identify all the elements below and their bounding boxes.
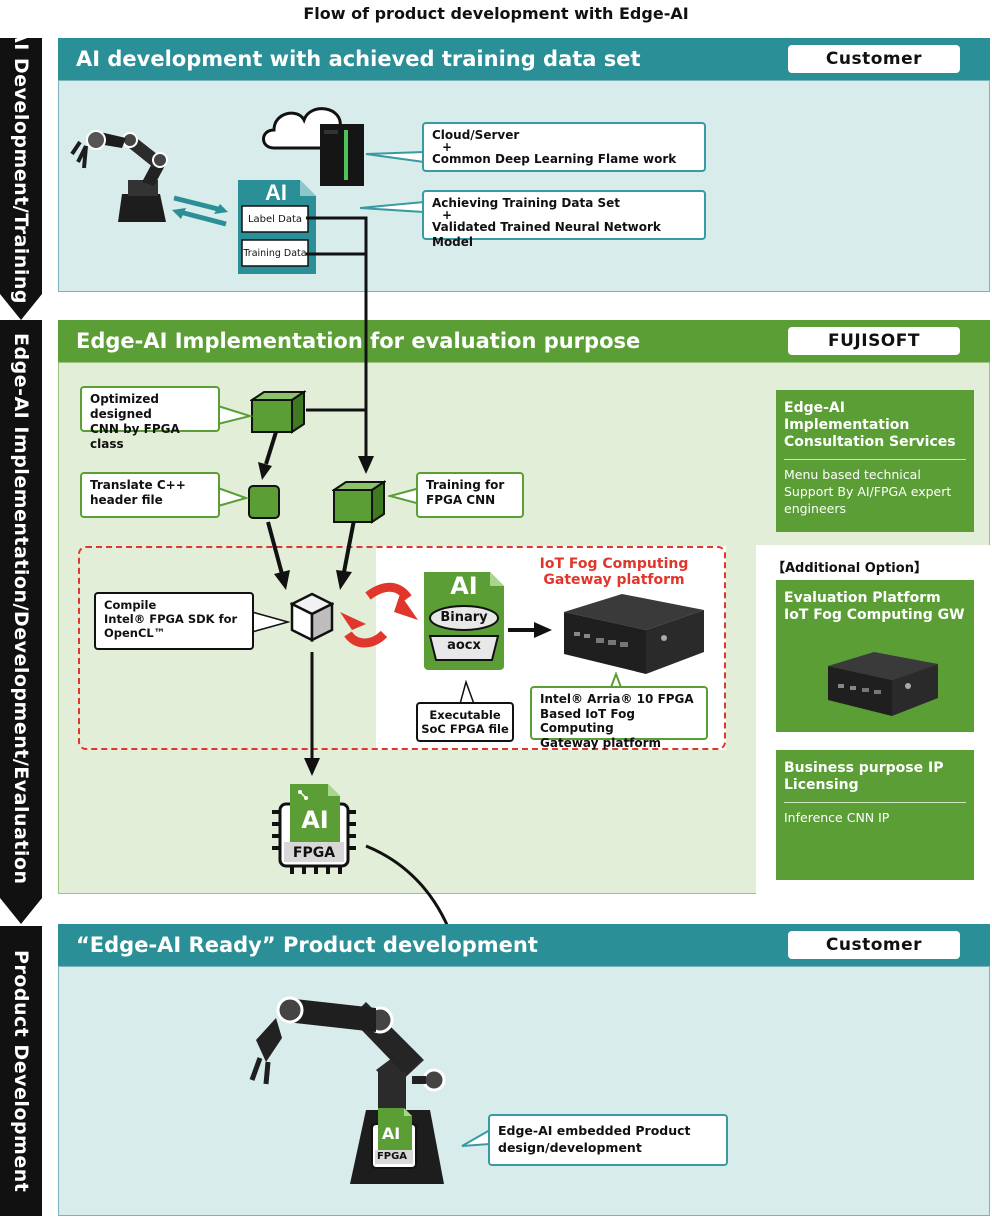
label-data-label: Label Data — [247, 214, 303, 225]
callout-optimized-cnn-line2: CNN by FPGA class — [90, 422, 180, 451]
side-label-training: AI Development/Training — [10, 28, 32, 304]
callout-optimized-cnn: Optimized designed CNN by FPGA class — [80, 386, 220, 451]
training-cube-icon — [332, 480, 386, 524]
aocx-label: aocx — [447, 638, 481, 653]
callout-embedded-product-line2: design/development — [498, 1140, 642, 1155]
callout-training-dataset: Achieving Training Data Set + Validated … — [422, 190, 706, 249]
callout-compile-line1: Compile — [104, 598, 157, 612]
product-chip-fpga-label: FPGA — [376, 1151, 408, 1162]
callout-arria-gateway-line3: Gateway platform — [540, 735, 662, 750]
compile-cube-icon — [290, 592, 334, 642]
licensing-service-box: Business purpose IP Licensing Inference … — [776, 750, 974, 880]
callout-arria-gateway-line1: Intel® Arria® 10 FPGA — [540, 692, 694, 706]
callout-executable-line2: SoC FPGA file — [421, 722, 509, 736]
callout-compile-line2: Intel® FPGA SDK for — [104, 612, 238, 626]
callout-executable-line1: Executable — [429, 708, 501, 722]
section-body-training — [58, 80, 990, 292]
evaluation-device-icon — [828, 652, 938, 716]
gateway-title-line2: Gateway platform — [543, 572, 685, 588]
callout-training-dataset-line1: Achieving Training Data Set — [432, 196, 620, 210]
callout-embedded-product: Edge-AI embedded Product design/developm… — [488, 1114, 728, 1166]
callout-compile-line3: OpenCL™ — [104, 626, 166, 640]
side-label-implementation: Edge-AI Implementation/Development/Evalu… — [10, 333, 32, 885]
callout-training-fpga: Training for FPGA CNN — [416, 472, 524, 518]
fpga-chip-fpga-label: FPGA — [292, 845, 336, 861]
callout-training-dataset-plus: + — [442, 208, 453, 222]
side-label-product: Product Development — [10, 949, 32, 1193]
implementation-callout-pointers — [217, 404, 254, 508]
callout-cloud-server: Cloud/Server + Common Deep Learning Flam… — [422, 122, 706, 172]
fpga-chip-icon — [272, 784, 356, 874]
cnn-cube-icon — [250, 390, 306, 434]
section-title-implementation: Edge-AI Implementation for evaluation pu… — [76, 329, 641, 353]
callout-compile: Compile Intel® FPGA SDK for OpenCL™ — [94, 592, 254, 650]
callout-cloud-server-plus: + — [442, 140, 453, 154]
owner-badge-customer-product: Customer — [788, 931, 960, 959]
gateway-device-icon — [564, 594, 704, 674]
callout-optimized-cnn-line1: Optimized designed — [90, 392, 159, 421]
gateway-title: IoT Fog Computing Gateway platform — [528, 556, 700, 588]
callout-training-fpga-line1: Training for — [426, 478, 505, 492]
callout-translate-cpp-line1: Translate C++ — [90, 478, 186, 492]
robot-arm-icon — [70, 130, 168, 222]
licensing-service-divider — [784, 802, 966, 803]
product-robot-arm-icon — [249, 996, 446, 1184]
consultation-service-divider — [784, 459, 966, 460]
binary-label: Binary — [440, 610, 488, 625]
callout-training-dataset-line2: Validated Trained Neural Network Model — [432, 220, 661, 249]
side-arrow-training: AI Development/Training — [0, 28, 42, 320]
evaluation-platform-title: Evaluation Platform IoT Fog Computing GW — [784, 590, 965, 623]
exchange-arrows-icon — [172, 195, 228, 227]
training-data-label: Training Data — [243, 248, 307, 259]
callout-translate-cpp-line2: header file — [90, 493, 163, 507]
page-title: Flow of product development with Edge-AI — [303, 4, 689, 23]
licensing-service-title: Business purpose IP Licensing — [784, 760, 944, 793]
gateway-title-line1: IoT Fog Computing — [539, 556, 689, 572]
callout-training-fpga-line2: FPGA CNN — [426, 493, 496, 507]
product-fpga-chip-icon — [371, 1108, 417, 1169]
callout-cloud-server-line1: Cloud/Server — [432, 128, 520, 142]
side-arrow-product: Product Development — [0, 926, 42, 1216]
binary-document-icon — [424, 572, 504, 670]
section-title-training: AI development with achieved training da… — [76, 47, 641, 71]
callout-translate-cpp: Translate C++ header file — [80, 472, 220, 518]
callout-executable: Executable SoC FPGA file — [416, 702, 514, 742]
product-chip-ai-label: AI — [381, 1124, 401, 1143]
owner-badge-fujisoft: FUJISOFT — [788, 327, 960, 355]
section-header-product: “Edge-AI Ready” Product development — [58, 924, 990, 966]
consultation-service-title: Edge-AI Implementation Consultation Serv… — [784, 400, 956, 450]
consultation-service-box: Edge-AI Implementation Consultation Serv… — [776, 390, 974, 532]
additional-option-label: 【Additional Option】 — [772, 561, 927, 576]
compile-callout-pointer — [251, 611, 290, 633]
section-body-product — [58, 966, 990, 1216]
section-title-product: “Edge-AI Ready” Product development — [76, 933, 538, 957]
translate-cube-icon — [248, 485, 280, 519]
ai-document-icon — [238, 180, 316, 274]
callout-arria-gateway: Intel® Arria® 10 FPGA Based IoT Fog Comp… — [530, 686, 708, 750]
callout-embedded-product-line1: Edge-AI embedded Product — [498, 1123, 691, 1138]
consultation-service-body: Menu based technical Support By AI/FPGA … — [784, 467, 952, 516]
licensing-service-body: Inference CNN IP — [784, 810, 890, 825]
owner-badge-customer: Customer — [788, 45, 960, 73]
fpga-chip-ai-label: AI — [301, 806, 329, 834]
callout-arria-gateway-line2: Based IoT Fog Computing — [540, 706, 635, 736]
fpga-build-group — [78, 546, 726, 750]
ai-doc-title: AI — [265, 180, 287, 205]
binary-doc-title: AI — [450, 572, 478, 600]
callout-cloud-server-line2: Common Deep Learning Flame work — [432, 152, 677, 166]
side-arrow-implementation: Edge-AI Implementation/Development/Evalu… — [0, 320, 42, 924]
cloud-server-icon — [262, 107, 364, 186]
